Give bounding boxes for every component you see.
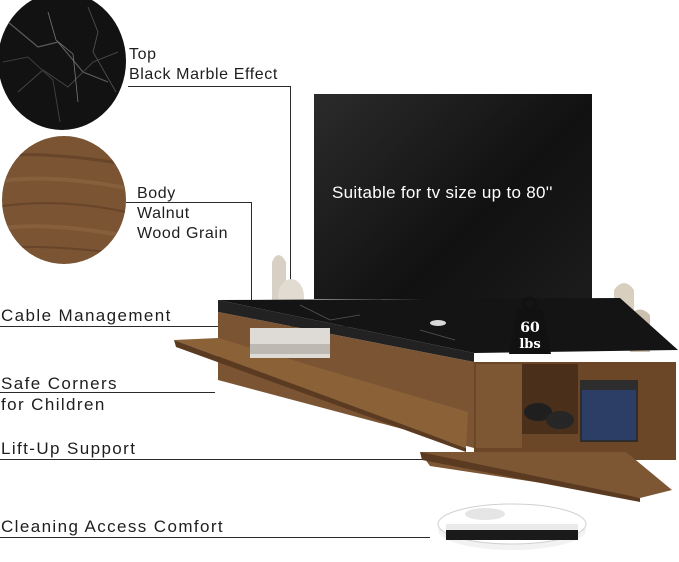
- tv-caption: Suitable for tv size up to 80'': [332, 183, 553, 202]
- weight-icon: [509, 296, 551, 354]
- callout-body-desc-1: Walnut: [137, 205, 190, 222]
- callout-body-desc-2: Wood Grain: [137, 225, 229, 242]
- callout-top-line-v: [290, 86, 291, 308]
- tv-screen: [314, 94, 592, 299]
- callout-safe-corners-1: Safe Corners: [1, 374, 118, 393]
- callout-lift-line: [0, 459, 600, 460]
- weight-unit: lbs: [519, 337, 541, 352]
- callout-cleaning-line: [0, 537, 430, 538]
- callout-safe-line: [0, 392, 215, 393]
- callout-lift-up-support: Lift-Up Support: [1, 439, 137, 458]
- marble-swatch-icon: [0, 0, 126, 130]
- callout-body-title: Body: [137, 185, 176, 202]
- callout-safe-corners-2: for Children: [1, 395, 106, 414]
- weight-value: 60: [520, 320, 540, 336]
- callout-top-line-h: [128, 86, 291, 87]
- callout-cleaning-access: Cleaning Access Comfort: [1, 517, 225, 536]
- callout-body-line-h: [126, 202, 252, 203]
- callout-top-desc: Black Marble Effect: [129, 66, 278, 83]
- callout-cable-management: Cable Management: [1, 306, 172, 325]
- callout-body-line-v: [251, 202, 252, 342]
- callout-top-title: Top: [129, 46, 157, 63]
